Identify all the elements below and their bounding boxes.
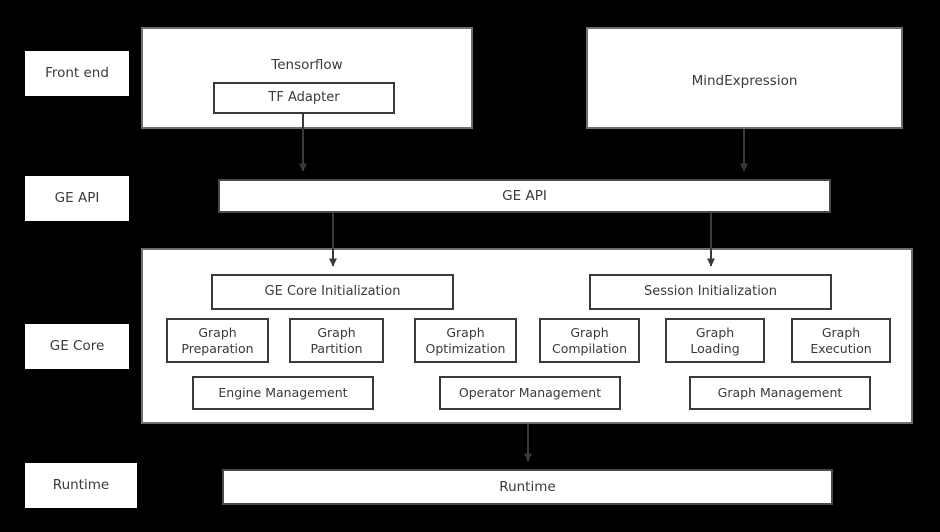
node-ge-core-initialization-label: GE Core Initialization [264,284,401,300]
node-graph-management[interactable]: Graph Management [689,376,871,410]
node-tf-adapter[interactable]: TF Adapter [213,82,395,114]
node-graph-optimization-line1: Graph [446,325,485,341]
node-graph-compilation-line2: Compilation [551,340,628,356]
group-mindexpression-title: MindExpression [691,73,798,89]
node-graph-execution[interactable]: Graph Execution [791,318,891,363]
node-graph-management-label: Graph Management [717,385,843,401]
node-graph-execution-line2: Execution [810,340,872,356]
group-tensorflow-title: Tensorflow [271,57,343,73]
node-runtime-bar[interactable]: Runtime [222,469,833,505]
node-ge-core-initialization[interactable]: GE Core Initialization [211,274,454,310]
node-ge-api-bar[interactable]: GE API [218,179,831,213]
node-graph-preparation-line1: Graph [198,325,237,341]
node-engine-management-label: Engine Management [218,385,348,401]
node-graph-optimization-line2: Optimization [425,340,506,356]
node-tf-adapter-label: TF Adapter [268,90,340,106]
group-mindexpression: MindExpression [586,27,903,129]
node-graph-partition-line1: Graph [317,325,356,341]
node-graph-preparation[interactable]: Graph Preparation [166,318,269,363]
node-graph-loading-line2: Loading [690,340,740,356]
layer-label-runtime: Runtime [25,463,137,508]
node-graph-compilation-line1: Graph [570,325,609,341]
layer-label-text: Front end [45,65,109,82]
node-ge-api-label: GE API [502,187,547,204]
layer-label-text: GE API [54,190,100,207]
node-graph-loading-line1: Graph [695,325,735,341]
node-operator-management-label: Operator Management [458,385,602,401]
node-graph-optimization[interactable]: Graph Optimization [414,318,517,363]
node-graph-execution-line1: Graph [821,325,861,341]
node-graph-partition[interactable]: Graph Partition [289,318,384,363]
node-graph-loading[interactable]: Graph Loading [665,318,765,363]
layer-label-front-end: Front end [25,51,129,96]
node-graph-compilation[interactable]: Graph Compilation [539,318,640,363]
node-graph-partition-line2: Partition [310,340,363,356]
node-engine-management[interactable]: Engine Management [192,376,374,410]
node-graph-preparation-line2: Preparation [181,340,254,356]
layer-label-ge-api: GE API [25,176,129,221]
layer-label-text: Runtime [52,477,110,494]
layer-label-text: GE Core [49,338,105,355]
node-session-initialization-label: Session Initialization [643,284,777,300]
node-runtime-label: Runtime [499,478,556,495]
node-operator-management[interactable]: Operator Management [439,376,621,410]
layer-label-ge-core: GE Core [25,324,129,369]
node-session-initialization[interactable]: Session Initialization [589,274,832,310]
